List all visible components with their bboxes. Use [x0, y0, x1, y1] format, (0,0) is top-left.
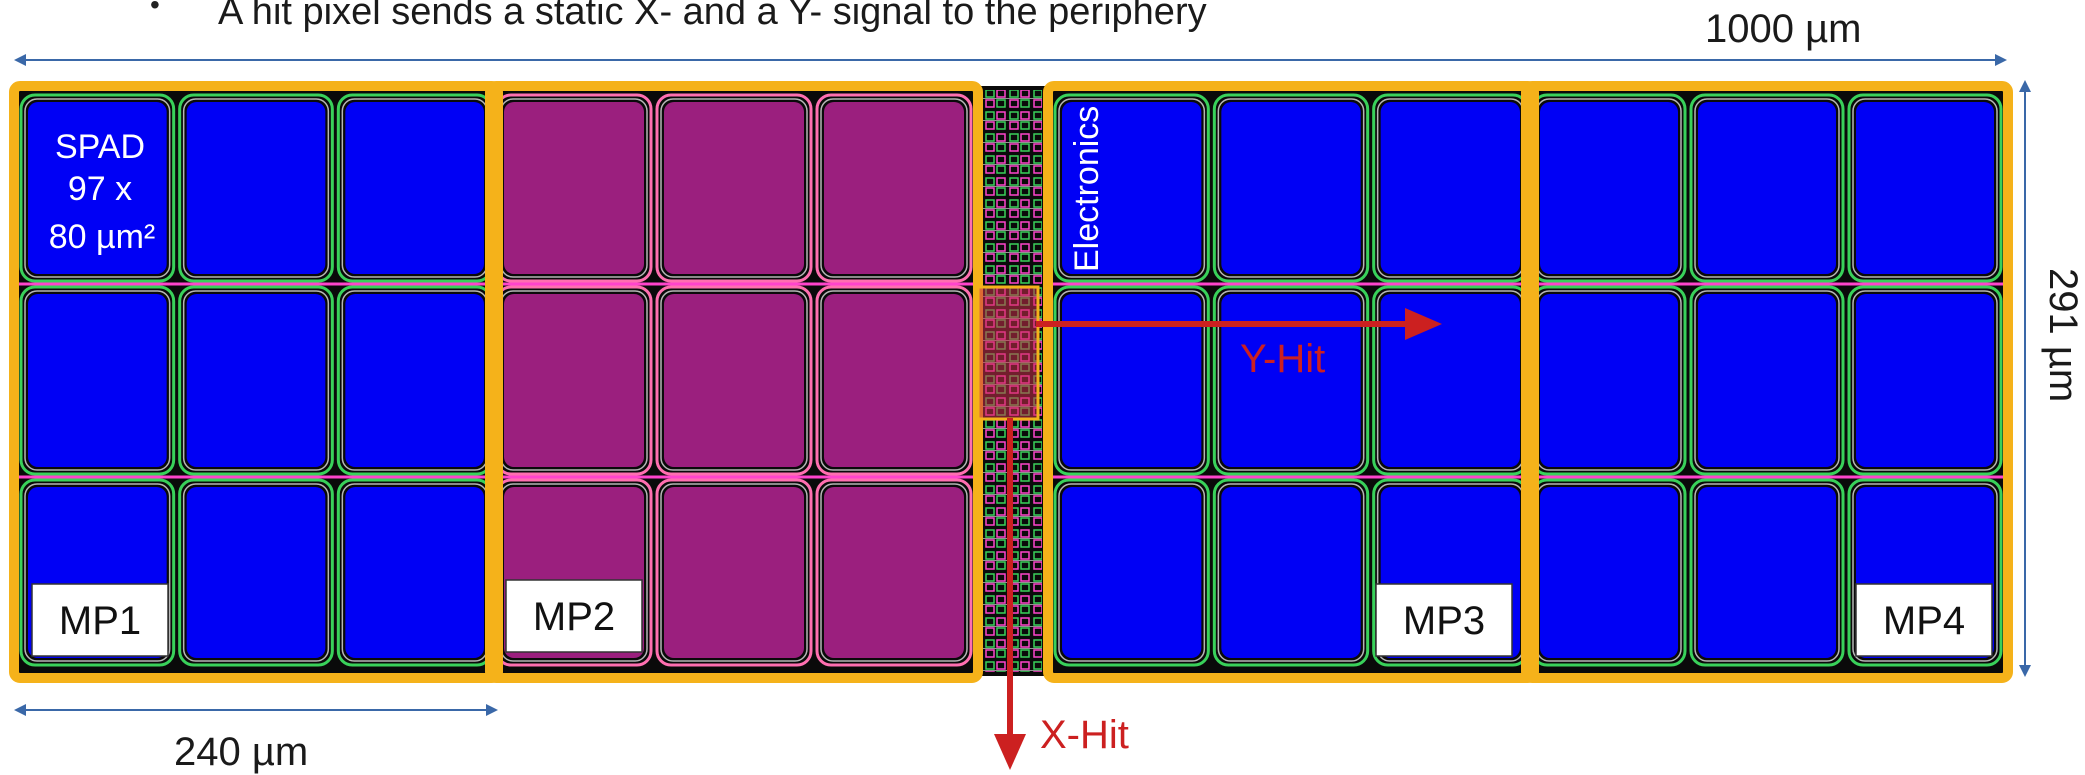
- y-hit-arrowhead: [1405, 308, 1442, 340]
- macropixel-label-mp3: MP3: [1403, 599, 1485, 643]
- bullet-text: A hit pixel sends a static X- and a Y- s…: [218, 0, 1207, 33]
- readout-highlight: [976, 285, 1040, 421]
- macropixel-label-mp4: MP4: [1883, 599, 1965, 643]
- spad-pixel: [1847, 93, 2003, 283]
- spad-pixel: [1053, 478, 1210, 667]
- spad-pixel: [1531, 285, 1687, 476]
- spad-pixel: [815, 478, 973, 667]
- spad-label-line3: 80 µm²: [49, 218, 156, 256]
- spad-pixel: [178, 93, 334, 283]
- spad-pixel: [336, 478, 493, 667]
- spad-pixel: [655, 93, 813, 283]
- y-hit-label: Y-Hit: [1240, 337, 1325, 381]
- macropixel-label-box: [505, 579, 643, 653]
- spad-pixel: [1053, 93, 1210, 283]
- macropixel-label-box: [1375, 583, 1513, 657]
- spad-pixel: [495, 93, 653, 283]
- macropixel-labels: MP1 MP2 MP3 MP4: [31, 579, 1993, 657]
- macropixel-label-box: [1855, 583, 1993, 657]
- spad-pixel: [1372, 93, 1529, 283]
- spad-pixel: [1212, 478, 1370, 667]
- spad-pixel: [336, 93, 493, 283]
- macropixel-borders: [9, 81, 2013, 683]
- spad-pixel: [1053, 285, 1210, 476]
- spad-label-line1: SPAD: [55, 128, 145, 166]
- spad-pixel: [19, 93, 176, 283]
- electronics-label: Electronics: [1068, 106, 1106, 272]
- spad-pixel: [1847, 285, 2003, 476]
- spad-pixel: [1212, 285, 1370, 476]
- spad-pixel: [1689, 285, 1845, 476]
- macropixel-label-mp1: MP1: [59, 599, 141, 643]
- spad-pixel: [495, 285, 653, 476]
- width-dimension-label: 1000 µm: [1705, 7, 1861, 51]
- spad-pixel: [178, 478, 334, 667]
- spad-label-line2: 97 x: [68, 170, 132, 208]
- spad-pixel: [19, 285, 176, 476]
- macropixel-border-mp4: [1521, 81, 2013, 683]
- mp-width-dimension-label: 240 µm: [174, 730, 308, 774]
- bullet-marker: •: [150, 0, 160, 20]
- macropixel-label-mp2: MP2: [533, 595, 615, 639]
- spad-pixel: [1531, 478, 1687, 667]
- height-dimension-label: 291 µm: [2041, 268, 2085, 402]
- spad-pixel: [178, 285, 334, 476]
- spad-pixel: [1531, 93, 1687, 283]
- macropixel-border-mp1: [9, 81, 503, 683]
- spad-pixel: [815, 285, 973, 476]
- x-hit-label: X-Hit: [1040, 713, 1129, 757]
- spad-pixel: [1689, 93, 1845, 283]
- macropixel-label-box: [31, 583, 169, 657]
- spad-pixel: [1689, 478, 1845, 667]
- spad-pixel: [1212, 93, 1370, 283]
- spad-pixel: [655, 478, 813, 667]
- spad-pixel: [1372, 285, 1529, 476]
- spad-pixel: [655, 285, 813, 476]
- macropixel-border-mp3: [1043, 81, 1539, 683]
- spad-pixel: [815, 93, 973, 283]
- spad-pixel: [336, 285, 493, 476]
- x-hit-arrowhead: [994, 734, 1026, 770]
